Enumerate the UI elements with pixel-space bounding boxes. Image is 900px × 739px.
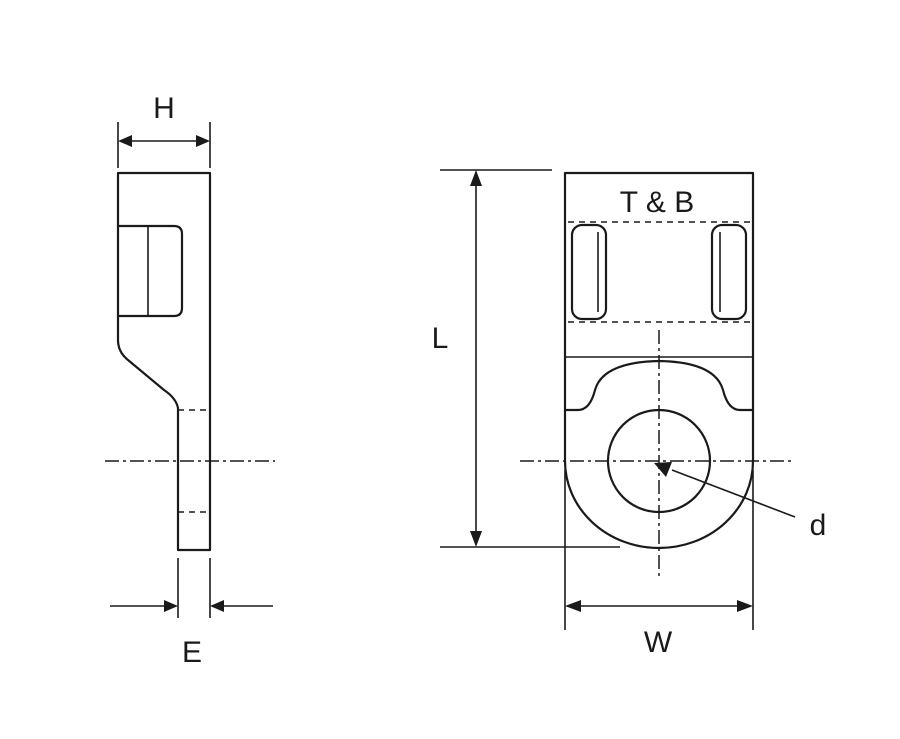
length-dimension: L xyxy=(432,169,620,548)
tongue-label: T & B xyxy=(620,186,694,219)
thickness-label: E xyxy=(182,636,202,669)
length-label: L xyxy=(432,322,449,355)
width-label: W xyxy=(644,626,673,659)
side-view-outline xyxy=(116,171,212,552)
thickness-dimension: E xyxy=(110,558,273,669)
front-view-outline xyxy=(563,171,755,550)
side-view-barrel xyxy=(116,224,184,318)
left-slot xyxy=(570,223,608,321)
front-view: T & B L d W xyxy=(432,169,826,659)
width-dimension: W xyxy=(564,470,754,659)
diameter-leader: d xyxy=(654,462,826,542)
height-dimension: H xyxy=(117,92,211,168)
diameter-label: d xyxy=(810,509,827,542)
right-slot xyxy=(710,223,748,321)
height-label: H xyxy=(153,92,175,125)
side-view: H E xyxy=(105,92,275,669)
